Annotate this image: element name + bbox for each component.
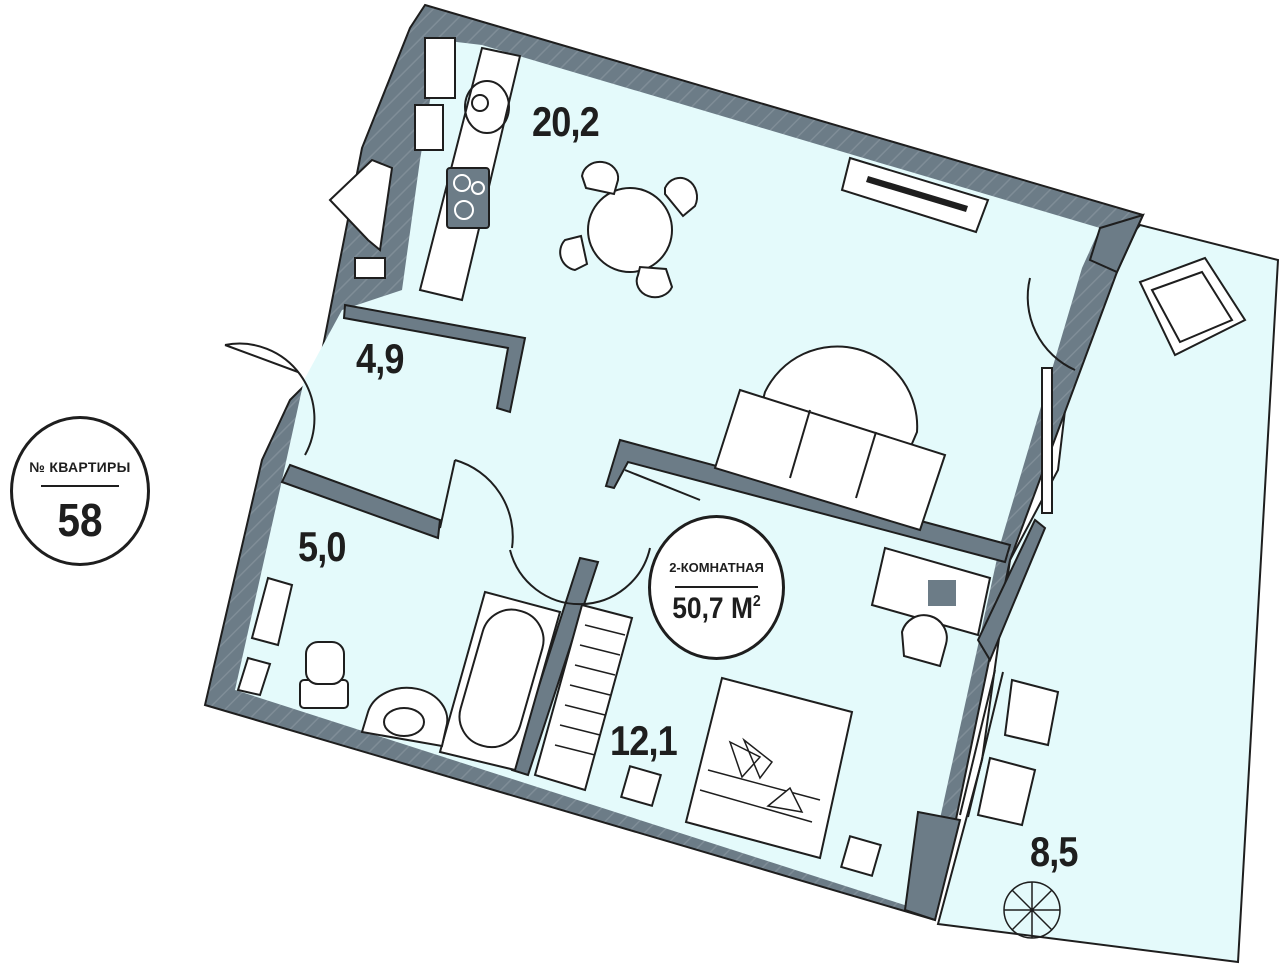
divider [41,485,119,487]
divider [675,586,758,588]
loggia-door [1026,277,1076,514]
wardrobe [533,603,634,792]
plant [1003,881,1061,939]
total-area-value: 50,7 М [672,592,753,625]
bath-storage [236,576,294,697]
area-label-bathroom: 5,0 [298,523,347,570]
toilet [299,641,349,709]
loggia-armchair [1138,256,1247,357]
dining-set [559,160,698,299]
area-unit-exponent: 2 [752,593,761,610]
sofa [713,345,947,532]
area-label-loggia: 8,5 [1030,828,1079,875]
apartment-number-caption: № КВАРТИРЫ [29,459,131,475]
area-label-hallway: 4,9 [356,335,405,382]
entrance-door [224,342,316,456]
desk [870,546,992,668]
apartment-type: 2-КОМНАТНАЯ [669,560,764,575]
bedroom-door [509,469,701,606]
bathtub [438,590,562,772]
bedroom-window [959,669,1004,818]
entry-vestibule [328,158,394,252]
hall-closets [354,37,456,279]
kitchen-units [418,46,522,302]
bath-sink [360,686,449,748]
tv-unit [840,156,990,234]
loggia-chairs [976,678,1060,827]
apartment-number-badge: № КВАРТИРЫ 58 [10,416,150,566]
bed [619,676,883,878]
apartment-number: 58 [57,494,103,546]
total-area: 50,7 М2 [659,592,774,626]
area-label-bedroom: 12,1 [610,717,678,764]
apartment-info-badge: 2-КОМНАТНАЯ 50,7 М2 [648,515,785,660]
interior-walls [280,213,1145,922]
area-label-kitchen-living: 20,2 [532,98,600,145]
bathroom-door [439,459,514,549]
